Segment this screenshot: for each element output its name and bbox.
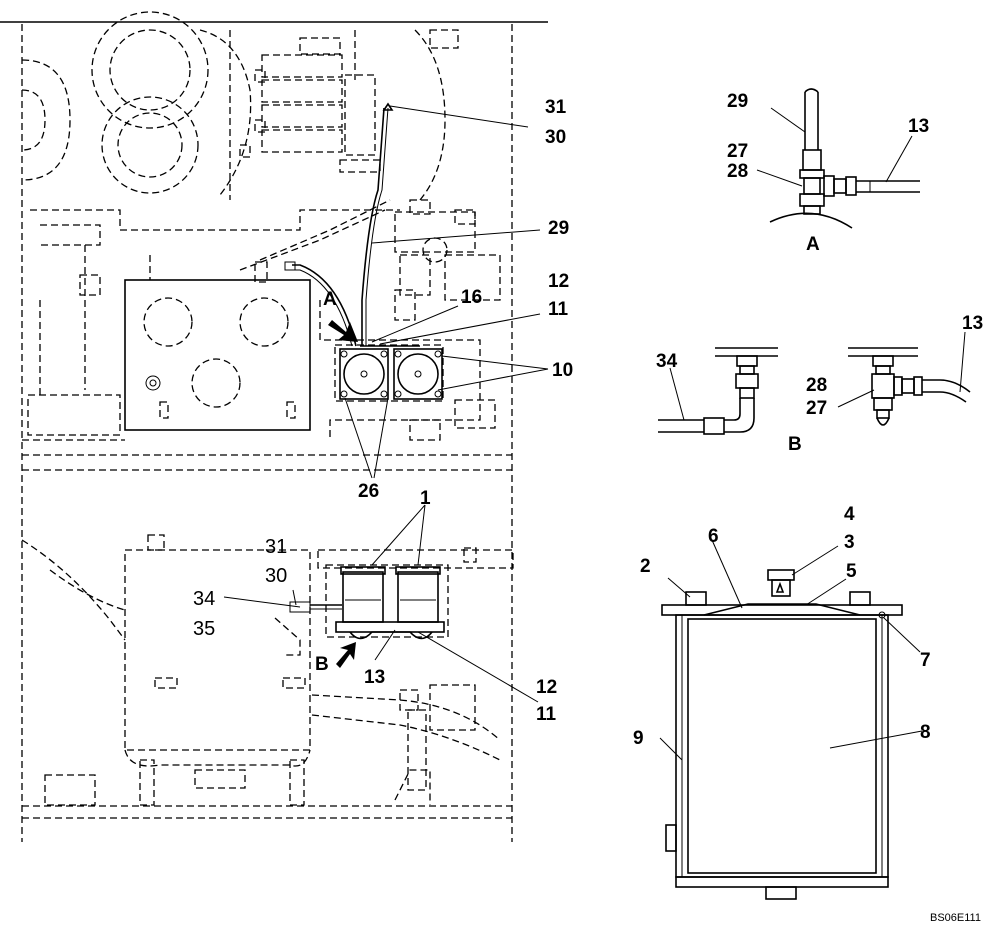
callout-30-upper: 30 bbox=[545, 127, 566, 148]
detail-a-callout-27: 27 bbox=[727, 141, 748, 162]
filter-callout-5: 5 bbox=[846, 561, 857, 582]
detail-b: 34 13 28 27 B bbox=[656, 313, 983, 455]
main-callouts: 31 30 29 12 16 11 10 26 1 31 30 34 35 13… bbox=[193, 97, 573, 725]
callout-35: 35 bbox=[193, 618, 215, 640]
callout-13-lower: 13 bbox=[364, 667, 385, 688]
callout-31-upper: 31 bbox=[545, 97, 567, 118]
detail-a-callout-28: 28 bbox=[727, 161, 748, 182]
callout-16: 16 bbox=[461, 287, 482, 308]
callout-34: 34 bbox=[193, 588, 215, 610]
filter-callout-7: 7 bbox=[920, 650, 931, 671]
detail-b-title: B bbox=[788, 434, 802, 455]
callout-1: 1 bbox=[420, 488, 431, 509]
detail-b-callout-28: 28 bbox=[806, 375, 827, 396]
filter-callout-4: 4 bbox=[844, 504, 855, 525]
callout-26: 26 bbox=[358, 481, 379, 502]
filter-callout-2: 2 bbox=[640, 556, 651, 577]
filter-cross-section: 4 6 3 2 5 7 9 8 bbox=[633, 504, 931, 900]
main-leader-lines bbox=[223, 105, 549, 703]
callout-31-lower: 31 bbox=[265, 536, 287, 558]
detail-b-callout-27: 27 bbox=[806, 398, 827, 419]
filter-callout-6: 6 bbox=[708, 526, 719, 547]
view-a-arrow-label: A bbox=[323, 289, 337, 310]
detail-b-callout-13: 13 bbox=[962, 313, 983, 334]
filter-callout-3: 3 bbox=[844, 532, 855, 553]
callout-11-upper: 11 bbox=[548, 299, 569, 320]
detail-b-callout-34: 34 bbox=[656, 351, 678, 372]
view-b-arrow-label: B bbox=[315, 654, 329, 675]
callout-29: 29 bbox=[548, 218, 569, 239]
main-assembly-view bbox=[0, 11, 548, 842]
view-b-arrow bbox=[336, 642, 356, 668]
view-a-arrow bbox=[328, 320, 358, 342]
filter-callout-8: 8 bbox=[920, 722, 931, 743]
callout-12-lower: 12 bbox=[536, 677, 557, 698]
filter-callout-9: 9 bbox=[633, 728, 644, 749]
callout-10: 10 bbox=[552, 360, 573, 381]
callout-12-upper: 12 bbox=[548, 271, 569, 292]
detail-a-callout-29: 29 bbox=[727, 91, 748, 112]
callout-30-lower: 30 bbox=[265, 565, 287, 587]
detail-a-title: A bbox=[806, 234, 820, 255]
callout-11-lower: 11 bbox=[536, 704, 557, 725]
detail-a-callout-13: 13 bbox=[908, 116, 929, 137]
figure-code: BS06E111 bbox=[930, 912, 981, 924]
detail-a: 29 27 28 13 A bbox=[727, 88, 929, 255]
